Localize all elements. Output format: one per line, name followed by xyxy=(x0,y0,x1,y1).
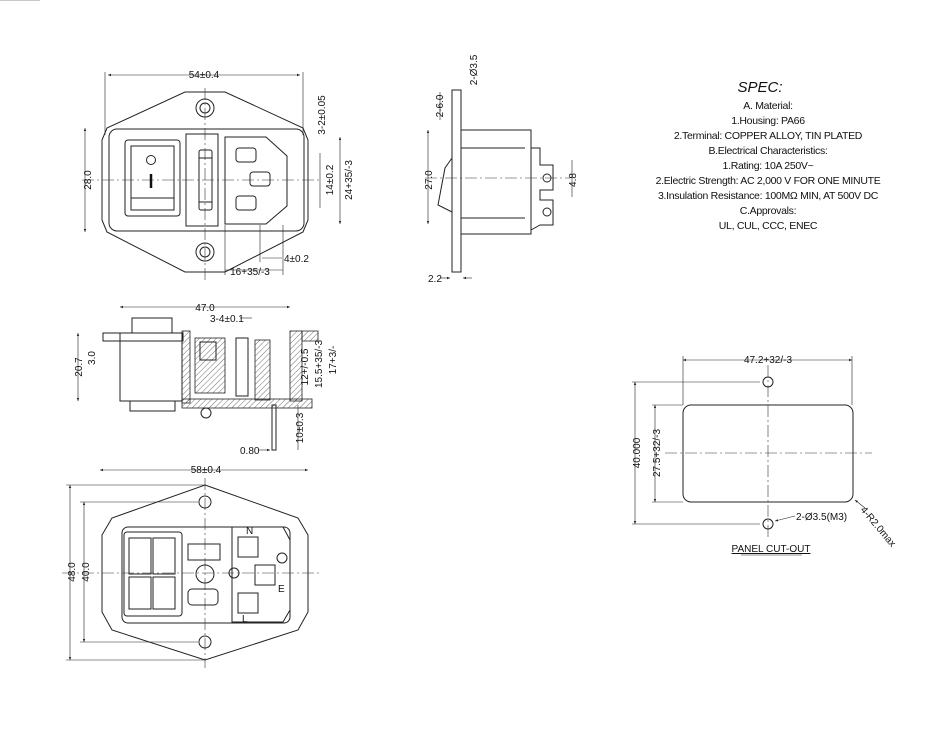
side-holes-label: 2-Ø3.5 xyxy=(469,54,480,85)
spec-line: B.Electrical Characteristics: xyxy=(708,145,827,157)
dim-12-label: 12+/-0.5 xyxy=(300,348,311,385)
socket-height-label: 24+35/-3 xyxy=(344,160,355,200)
dim-15-label: 15.5+35/-3 xyxy=(314,340,325,389)
rear-height-label: 48.0 xyxy=(67,562,78,582)
line-label: L xyxy=(242,614,248,625)
spec-line: 1.Rating: 10A 250V~ xyxy=(723,160,814,172)
spec-line: C.Approvals: xyxy=(740,205,797,217)
terminal-thickness-label: 0.80 xyxy=(240,446,260,457)
corner-radius-label: 4-R2.0max xyxy=(858,505,898,550)
cutout-height-label: 27.5+32/-3 xyxy=(652,429,663,478)
iec-socket xyxy=(224,136,288,225)
section-view: 47.0 20.7 3.0 3-4±0.1 12+/-0.5 15.5+35/-… xyxy=(74,303,339,457)
flange xyxy=(451,89,462,273)
terminals xyxy=(530,147,554,231)
front-height-label: 28.0 xyxy=(83,170,94,190)
fuse-holder xyxy=(185,133,219,227)
cutout-holes-label: 2-Ø3.5(M3) xyxy=(796,512,847,523)
spec-title: SPEC: xyxy=(737,79,782,96)
panel-cutout-title: PANEL CUT-OUT xyxy=(732,544,811,555)
switch-body xyxy=(119,332,183,402)
rear-hole-spacing-label: 40.0 xyxy=(81,562,92,582)
side-view: 2-Ø3.5 2-6.0 27.0 4.8 2.2 xyxy=(424,54,579,285)
spec-line: A. Material: xyxy=(743,100,793,112)
pin-offset-label: 4±0.2 xyxy=(284,254,309,265)
switch-off-symbol xyxy=(146,155,156,165)
terminal-blade xyxy=(271,404,277,451)
earth-label: E xyxy=(278,584,285,595)
neutral-label: N xyxy=(246,526,253,537)
panel-cutout: 47.2+32/-3 40.000 27.5+32/-3 2-Ø3.5(M3) … xyxy=(632,355,898,556)
terminal-width-label: 4.8 xyxy=(568,173,579,187)
section-height-label: 20.7 xyxy=(74,357,85,377)
front-view: 54±0.4 28.0 3-2±0.05 14±0.2 24+35/-3 4±0… xyxy=(0,0,355,282)
ground-symbol xyxy=(276,552,288,564)
rocker-profile xyxy=(437,157,453,213)
housing xyxy=(460,129,532,235)
spec-line: 3.Insulation Resistance: 100MΩ MIN, AT 5… xyxy=(658,190,879,202)
flange-dim-label: 3.0 xyxy=(87,351,98,365)
spec-line: 2.Terminal: COPPER ALLOY, TIN PLATED xyxy=(674,130,863,142)
pin-pitch-label: 14±0.2 xyxy=(325,164,336,195)
cutout-hole-spacing-label: 40.000 xyxy=(632,437,643,468)
spec-block: SPEC: A. Material: 1.Housing: PA66 2.Ter… xyxy=(656,79,881,232)
socket-width-label: 16+35/-3 xyxy=(230,267,270,278)
spec-line: UL, CUL, CCC, ENEC xyxy=(719,220,818,232)
slot-label: 2-6.0 xyxy=(435,94,446,117)
front-width-label: 54±0.4 xyxy=(189,70,220,81)
rear-width-label: 58±0.4 xyxy=(191,465,222,476)
iec-terminals xyxy=(231,526,291,623)
section-length-label: 47.0 xyxy=(195,303,215,314)
rear-view: 58±0.4 N E L 48.0 40.0 xyxy=(62,465,320,668)
fuse xyxy=(198,149,213,211)
flange-thickness-label: 2.2 xyxy=(428,274,442,285)
rocker-switch xyxy=(124,139,181,217)
side-height-label: 27.0 xyxy=(424,170,435,190)
spec-line: 1.Housing: PA66 xyxy=(731,115,805,127)
switch-terminals xyxy=(123,531,183,617)
pin-dim-label: 3-4±0.1 xyxy=(210,314,244,325)
dim-17-label: 17+3/- xyxy=(328,346,339,375)
terminal-length-label: 10±0.3 xyxy=(295,412,306,443)
hole-spacing-label: 3-2±0.05 xyxy=(317,95,328,135)
spec-line: 2.Electric Strength: AC 2,000 V FOR ONE … xyxy=(656,175,881,187)
cutout-width-label: 47.2+32/-3 xyxy=(744,355,793,366)
